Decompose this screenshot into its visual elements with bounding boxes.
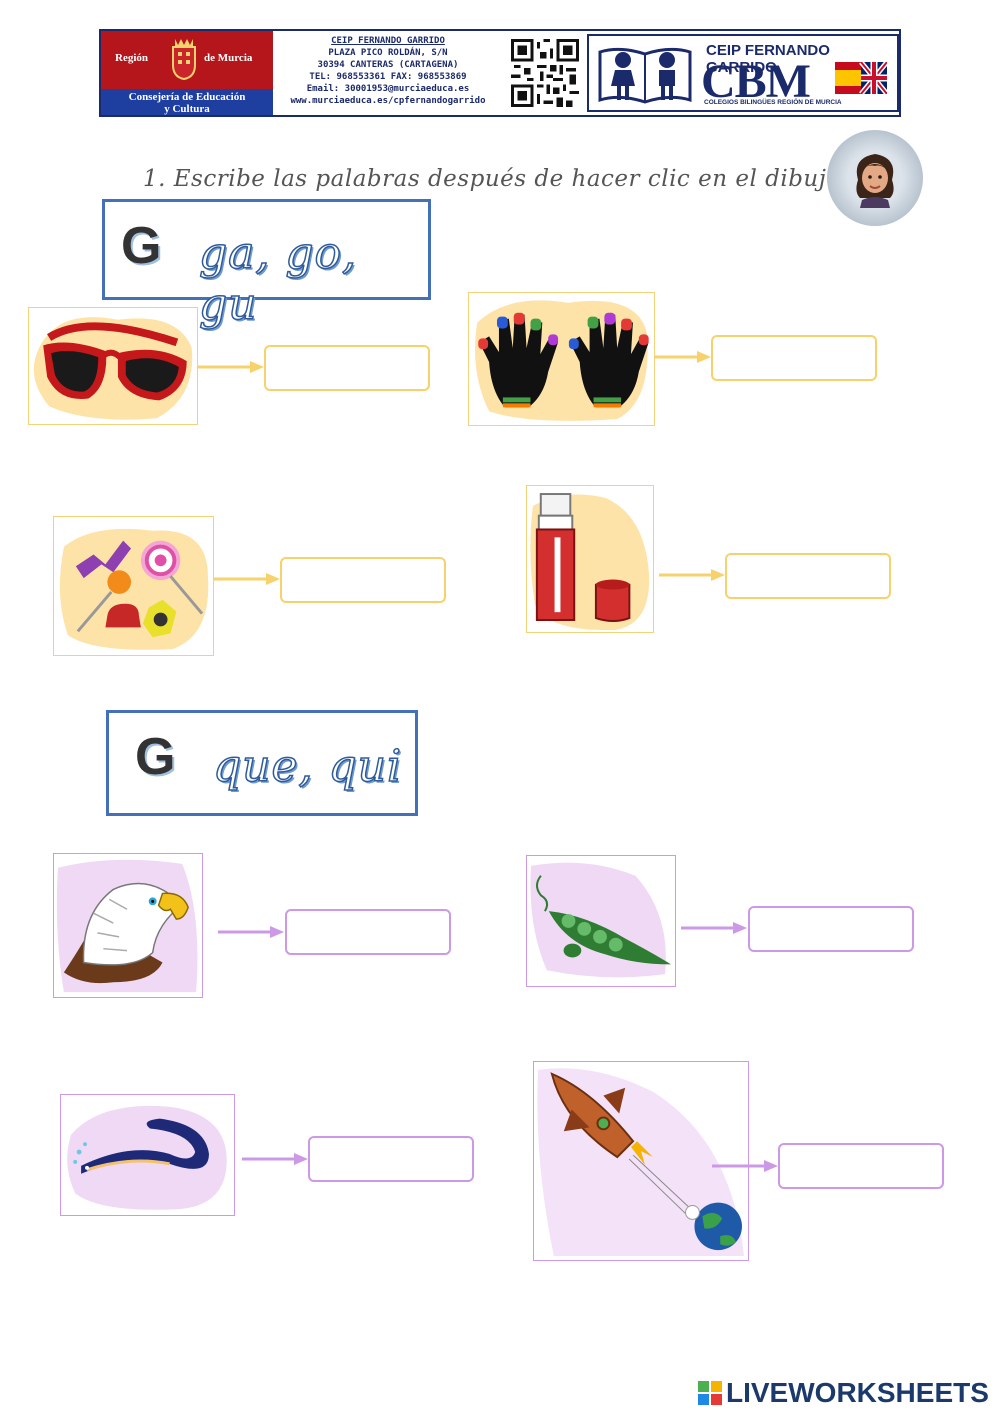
rocket-icon — [537, 1068, 744, 1257]
arrow-right-icon — [214, 573, 280, 585]
flags-icon — [835, 62, 887, 94]
region-murcia-logo: Región de Murcia Consejería de Educación… — [101, 31, 273, 115]
answer-input[interactable] — [780, 1145, 942, 1187]
answer-field-7[interactable] — [308, 1136, 474, 1182]
footer-brand: LIVEWORKSHEETS — [726, 1377, 989, 1408]
eel-icon — [67, 1105, 227, 1210]
picture-peas[interactable] — [526, 855, 676, 987]
picture-sunglasses[interactable] — [28, 307, 198, 425]
picture-gloves[interactable] — [468, 292, 655, 426]
glue-stick-icon — [530, 493, 650, 631]
answer-field-6[interactable] — [748, 906, 914, 952]
section-title-ga-go-gu: G ga, go, gu — [102, 199, 431, 331]
section-syllables: que, qui — [212, 740, 403, 793]
arrow-right-icon — [655, 351, 711, 363]
children-book-icon — [598, 47, 692, 104]
instruction-text: 1. Escribe las palabras después de hacer… — [143, 166, 849, 192]
picture-eagle[interactable] — [53, 853, 203, 998]
region-label: Región — [115, 52, 148, 64]
section-title-que-qui: G que, qui — [106, 710, 418, 816]
answer-input[interactable] — [310, 1138, 472, 1180]
answer-input[interactable] — [287, 911, 449, 953]
school-address: PLAZA PICO ROLDÁN, S/N — [328, 48, 448, 58]
picture-eel[interactable] — [60, 1094, 235, 1216]
answer-field-1[interactable] — [264, 345, 430, 391]
candies-icon — [59, 528, 209, 650]
picture-rocket[interactable] — [533, 1061, 749, 1261]
consejeria-label: Consejería de Educación y Cultura — [128, 91, 246, 115]
school-name: CEIP FERNANDO GARRIDO — [331, 36, 445, 46]
section-letter: G — [121, 217, 162, 275]
school-city: 30394 CANTERAS (CARTAGENA) — [317, 60, 459, 70]
gloves-icon — [475, 300, 649, 421]
cbm-title: CEIP FERNANDO GARRIDO — [706, 42, 830, 76]
arrow-right-icon — [242, 1153, 308, 1165]
arrow-right-icon — [681, 922, 747, 934]
answer-field-5[interactable] — [285, 909, 451, 955]
arrow-right-icon — [712, 1160, 778, 1172]
school-info: CEIP FERNANDO GARRIDO PLAZA PICO ROLDÁN,… — [275, 35, 501, 113]
answer-field-4[interactable] — [725, 553, 891, 599]
teacher-face-icon — [856, 154, 894, 208]
school-web: www.murciaeduca.es/cpfernandogarrido — [290, 96, 486, 106]
picture-candies[interactable] — [53, 516, 214, 656]
region-label-right: de Murcia — [204, 52, 253, 64]
arrow-right-icon — [218, 926, 284, 938]
answer-field-3[interactable] — [280, 557, 446, 603]
answer-field-2[interactable] — [711, 335, 877, 381]
peas-pod-icon — [530, 862, 671, 978]
answer-input[interactable] — [282, 559, 444, 601]
coat-of-arms-icon — [172, 39, 196, 81]
qr-code-icon — [511, 39, 579, 107]
answer-input[interactable] — [727, 555, 889, 597]
school-email: Email: 30001953@murciaeduca.es — [306, 84, 470, 94]
sunglasses-icon — [33, 317, 193, 420]
cbm-logo: CEIP FERNANDO GARRIDO CBM COLEGIOS BILIN… — [587, 34, 899, 112]
school-phone: TEL: 968553361 FAX: 968553869 — [309, 72, 467, 82]
cbm-subtitle: COLEGIOS BILINGÜES REGIÓN DE MURCIA — [704, 99, 842, 106]
section-letter: G — [135, 728, 176, 786]
answer-input[interactable] — [713, 337, 875, 379]
section-syllables: ga, go, gu — [198, 227, 358, 331]
answer-input[interactable] — [266, 347, 428, 389]
answer-input[interactable] — [750, 908, 912, 950]
answer-field-8[interactable] — [778, 1143, 944, 1189]
picture-glue-stick[interactable] — [526, 485, 654, 633]
liveworksheets-logo-icon — [698, 1381, 722, 1405]
teacher-avatar-audio-button[interactable] — [827, 130, 923, 226]
arrow-right-icon — [659, 569, 725, 581]
arrow-right-icon — [198, 361, 264, 373]
cbm-acronym: CBM — [701, 55, 811, 108]
eagle-icon — [56, 859, 198, 993]
header-banner: Región de Murcia Consejería de Educación… — [99, 29, 901, 117]
